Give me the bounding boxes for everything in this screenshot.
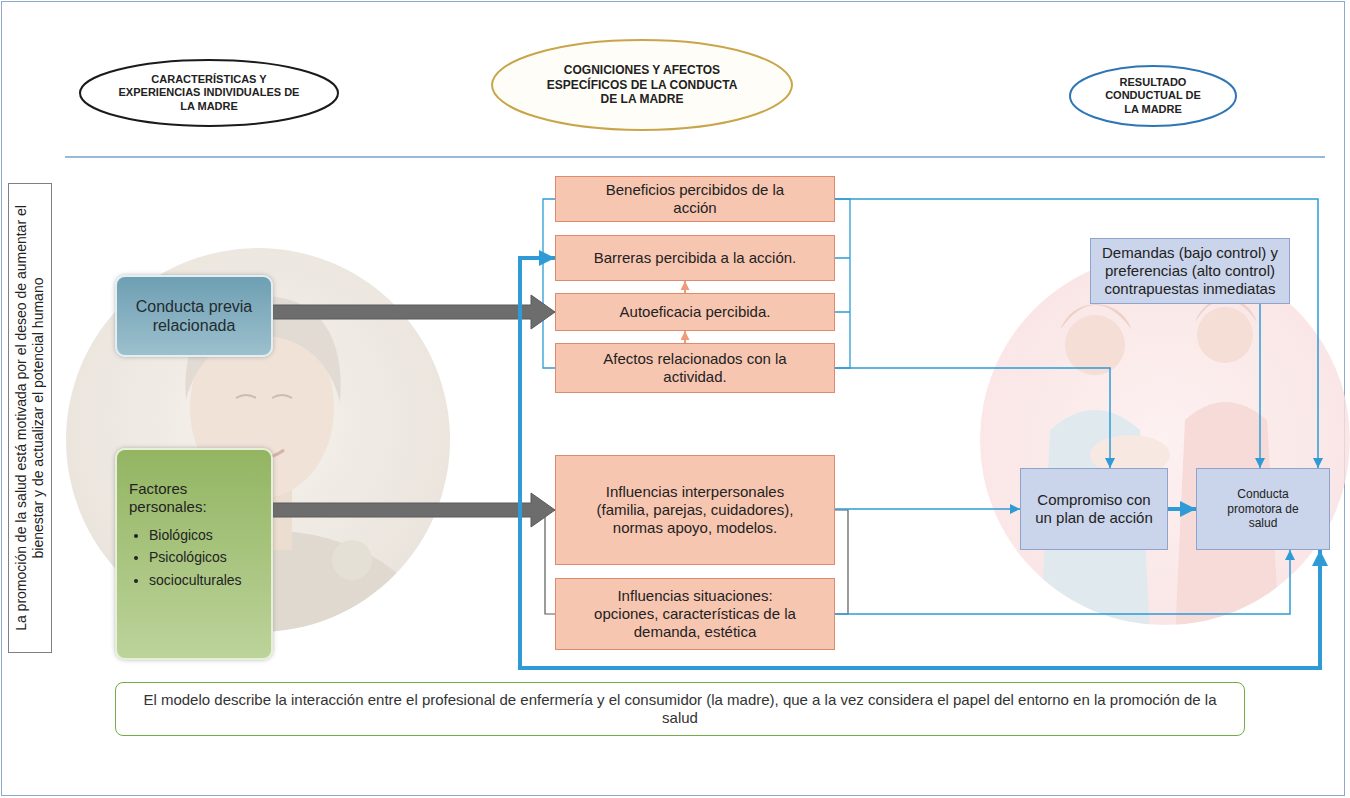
side-note-box: La promoción de la salud está motivada p… <box>8 183 52 653</box>
heading-ellipse: COGNICIONES Y AFECTOS ESPECÍFICOS DE LA … <box>490 38 794 132</box>
node-text: Demandas (bajo control) y preferencias (… <box>1099 244 1281 298</box>
node-text: Conducta previa relacionada <box>127 297 261 335</box>
factor-box: Conducta previa relacionada <box>115 275 273 357</box>
connector-arrow <box>1168 507 1196 511</box>
node-text: Autoeficacia percibida. <box>620 303 771 321</box>
node-text: El modelo describe la interacción entre … <box>140 691 1220 727</box>
outcome-box: Conducta promotora de salud <box>1196 468 1330 550</box>
cognition-box: Influencias situaciones: opciones, carac… <box>555 578 835 650</box>
heading-ellipse: RESULTADO CONDUCTUAL DE LA MADRE <box>1068 64 1238 128</box>
outcome-box: Compromiso con un plan de acción <box>1020 468 1168 550</box>
ellipse-shape <box>80 60 338 126</box>
outcome-box: Demandas (bajo control) y preferencias (… <box>1090 238 1290 304</box>
cognition-box: Afectos relacionados con la actividad. <box>555 343 835 393</box>
list-item: Biológicos <box>149 524 242 546</box>
ellipse-shape <box>492 40 792 130</box>
cognition-box: Autoeficacia percibida. <box>555 293 835 331</box>
node-text: La promoción de la salud está motivada p… <box>13 188 47 648</box>
list-item: Psicológicos <box>149 546 242 568</box>
node-text: Conducta promotora de salud <box>1213 487 1313 530</box>
caption-box: El modelo describe la interacción entre … <box>115 682 1245 736</box>
heading-ellipse: CARACTERÍSTICAS Y EXPERIENCIAS INDIVIDUA… <box>78 58 340 128</box>
node-text: Beneficios percibidos de la acción <box>589 181 801 217</box>
node-text: Afectos relacionados con la actividad. <box>589 350 801 386</box>
cognition-box: Beneficios percibidos de la acción <box>555 176 835 222</box>
node-text: CARACTERÍSTICAS Y EXPERIENCIAS INDIVIDUA… <box>112 73 307 113</box>
connector-arrow <box>1259 304 1261 468</box>
node-text: Influencias situaciones: opciones, carac… <box>589 587 801 641</box>
connector-arrow <box>684 331 686 343</box>
caregiver-illustration <box>980 255 1350 640</box>
connector-arrow <box>835 550 1290 614</box>
cognition-box: Influencias interpersonales (familia, pa… <box>555 455 835 565</box>
connector-arrow <box>835 199 1318 468</box>
connector-arrow <box>835 508 1020 510</box>
header-rule <box>65 157 1325 158</box>
rotated-text-holder: La promoción de la salud está motivada p… <box>8 188 52 648</box>
block-arrow <box>273 493 555 527</box>
connector-arrow <box>835 368 1110 468</box>
node-text: Compromiso con un plan de acción <box>1029 491 1159 527</box>
mother-photo <box>66 248 450 750</box>
connector-arrow <box>684 281 686 293</box>
cognition-box: Barreras percibida a la acción. <box>555 235 835 281</box>
node-text: COGNICIONES Y AFECTOS ESPECÍFICOS DE LA … <box>542 63 742 106</box>
node-text: Influencias interpersonales (familia, pa… <box>589 483 801 537</box>
node-heading: Factores personales: <box>129 480 263 516</box>
factor-box: Factores personales: BiológicosPsicológic… <box>115 448 273 660</box>
list-item: socioculturales <box>149 569 242 591</box>
node-text: RESULTADO CONDUCTUAL DE LA MADRE <box>1098 76 1208 116</box>
connector-arrow <box>520 258 1320 668</box>
bullet-list: BiológicosPsicológicossocioculturales <box>149 524 242 591</box>
ellipse-shape <box>1070 66 1236 126</box>
node-text: Barreras percibida a la acción. <box>594 249 797 267</box>
block-arrow <box>273 295 555 329</box>
